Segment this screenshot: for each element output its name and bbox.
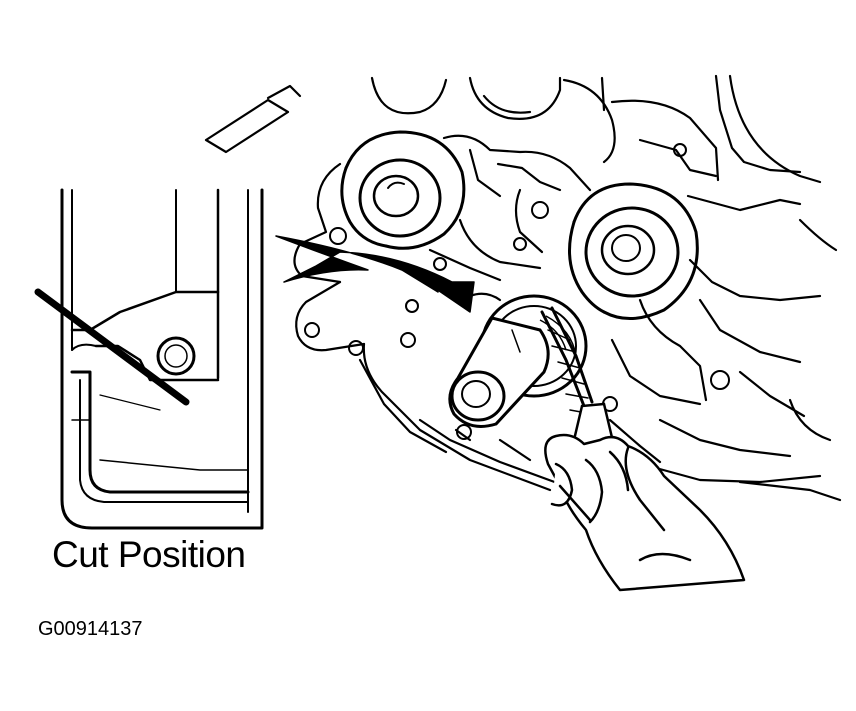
seal-remover-tool bbox=[448, 316, 550, 428]
mechanic-hand bbox=[544, 433, 746, 592]
idler-pulley-right bbox=[568, 182, 699, 321]
engine-bolt-holes bbox=[304, 143, 730, 440]
cut-position-caption: Cut Position bbox=[52, 534, 246, 575]
idler-pulley-left bbox=[340, 130, 466, 250]
cut-position-inset bbox=[60, 188, 264, 530]
engine-outline bbox=[204, 74, 842, 502]
figure-id-label: G00914137 bbox=[38, 618, 143, 640]
inset-bolt bbox=[156, 336, 196, 376]
direction-arrow bbox=[275, 235, 475, 313]
cut-line-marker bbox=[34, 288, 190, 406]
